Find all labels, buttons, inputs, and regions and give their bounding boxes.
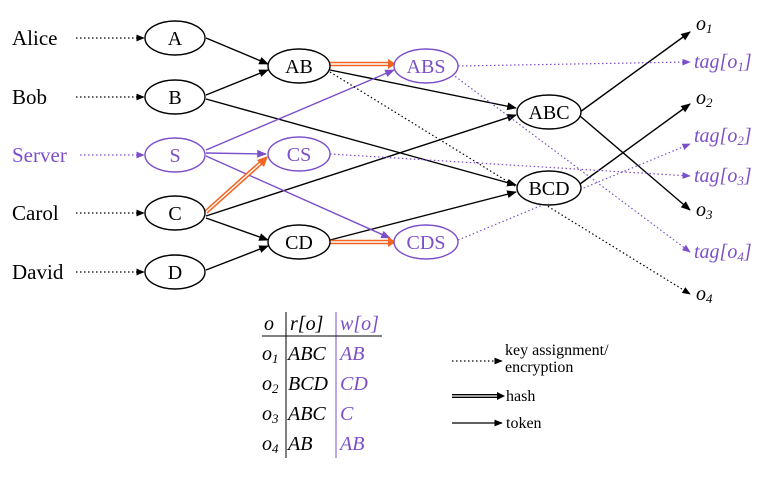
node-cd-label: CD bbox=[285, 232, 313, 254]
node-bcd-label: BCD bbox=[528, 178, 569, 200]
output-tag-o2: tag[o2] bbox=[694, 125, 752, 148]
user-label-carol: Carol bbox=[12, 201, 59, 225]
node-abc-label: ABC bbox=[528, 102, 569, 124]
edge-s-abs bbox=[205, 69, 395, 151]
user-label-server: Server bbox=[12, 143, 67, 167]
edge-s-cs bbox=[205, 149, 267, 158]
legend-token-label: token bbox=[506, 415, 542, 432]
legend-hash-label: hash bbox=[506, 388, 535, 405]
node-cs: CS bbox=[267, 136, 331, 172]
table-row-4-o: o4 bbox=[262, 433, 279, 456]
table-header-o: o bbox=[264, 313, 274, 335]
node-cds-label: CDS bbox=[407, 232, 446, 254]
edge-cds-tag-o2 bbox=[457, 143, 691, 241]
edge-c-cd bbox=[205, 217, 269, 241]
output-tag-o4: tag[o4] bbox=[694, 241, 752, 264]
edge-cd-bcd bbox=[329, 190, 517, 241]
edge-ab-abc bbox=[329, 69, 517, 111]
node-b: B bbox=[144, 79, 206, 115]
key-assignment-edges bbox=[76, 34, 145, 276]
node-cs-label: CS bbox=[287, 144, 311, 166]
node-s: S bbox=[144, 137, 206, 173]
output-tag-o1: tag[o1] bbox=[694, 51, 752, 74]
user-label-david: David bbox=[12, 260, 64, 284]
output-o3: o3 bbox=[696, 199, 713, 222]
edge-c-abc bbox=[205, 114, 517, 217]
legend-hash-arrow bbox=[452, 392, 505, 400]
edge-abs-tag-o4 bbox=[451, 73, 691, 253]
token-edges bbox=[205, 31, 691, 271]
table-row-3-w: C bbox=[340, 403, 354, 425]
edge-d-cd bbox=[205, 245, 269, 271]
legend: key assignment/ encryption hash token bbox=[452, 342, 609, 432]
table-row-3-o: o3 bbox=[262, 403, 279, 426]
table-row-2-w: CD bbox=[340, 373, 368, 395]
node-d-label: D bbox=[168, 262, 182, 284]
table-row-4-r: AB bbox=[286, 433, 312, 455]
legend-key-assignment-line1: key assignment/ bbox=[505, 342, 609, 359]
edge-s-cds bbox=[205, 155, 391, 239]
node-bcd: BCD bbox=[516, 170, 582, 206]
node-cds: CDS bbox=[393, 224, 459, 260]
edge-b-bcd bbox=[205, 98, 517, 187]
table-row-4-w: AB bbox=[338, 433, 364, 455]
permission-table: o r[o] w[o] o1 ABC AB o2 BCD CD o3 ABC C… bbox=[262, 312, 382, 458]
node-abs-label: ABS bbox=[407, 56, 446, 78]
edge-abc-o3 bbox=[579, 115, 691, 211]
edge-abs-tag-o1 bbox=[457, 58, 691, 67]
node-b-label: B bbox=[168, 87, 181, 109]
edge-ab-o4 bbox=[329, 71, 691, 295]
node-s-label: S bbox=[169, 145, 180, 167]
table-row-1-o: o1 bbox=[262, 343, 279, 366]
legend-key-assignment-line2: encryption bbox=[505, 359, 573, 376]
edge-a-ab bbox=[205, 37, 269, 65]
table-header-r: r[o] bbox=[290, 313, 323, 335]
table-row-2-o: o2 bbox=[262, 373, 279, 396]
edge-b-ab bbox=[205, 69, 269, 96]
node-abc: ABC bbox=[516, 94, 582, 130]
user-label-bob: Bob bbox=[12, 85, 47, 109]
output-tag-o3: tag[o3] bbox=[694, 165, 752, 188]
table-header-w: w[o] bbox=[340, 313, 379, 335]
table-row-2-r: BCD bbox=[288, 373, 329, 395]
node-d: D bbox=[144, 254, 206, 290]
edge-bcd-o2 bbox=[579, 103, 691, 185]
table-row-1-w: AB bbox=[338, 343, 364, 365]
edge-cd-cds bbox=[330, 237, 396, 247]
node-a: A bbox=[144, 20, 206, 56]
node-cd: CD bbox=[267, 224, 331, 260]
output-o2: o2 bbox=[696, 87, 713, 110]
edge-ab-abs bbox=[330, 59, 396, 69]
node-a-label: A bbox=[168, 28, 183, 50]
edge-c-cs bbox=[204, 156, 268, 214]
output-o1: o1 bbox=[696, 13, 713, 36]
edge-abc-o1 bbox=[579, 31, 691, 113]
node-c-label: C bbox=[168, 203, 181, 225]
user-label-alice: Alice bbox=[12, 26, 57, 50]
table-row-1-r: ABC bbox=[286, 343, 326, 365]
edge-cs-tag-o3 bbox=[329, 153, 691, 179]
node-ab: AB bbox=[267, 48, 331, 84]
encryption-edges bbox=[329, 58, 691, 295]
hash-edges bbox=[204, 59, 396, 247]
table-row-3-r: ABC bbox=[286, 403, 326, 425]
output-o4: o4 bbox=[696, 283, 713, 306]
node-abs: ABS bbox=[393, 48, 459, 84]
node-ab-label: AB bbox=[285, 56, 313, 78]
node-c: C bbox=[144, 195, 206, 231]
